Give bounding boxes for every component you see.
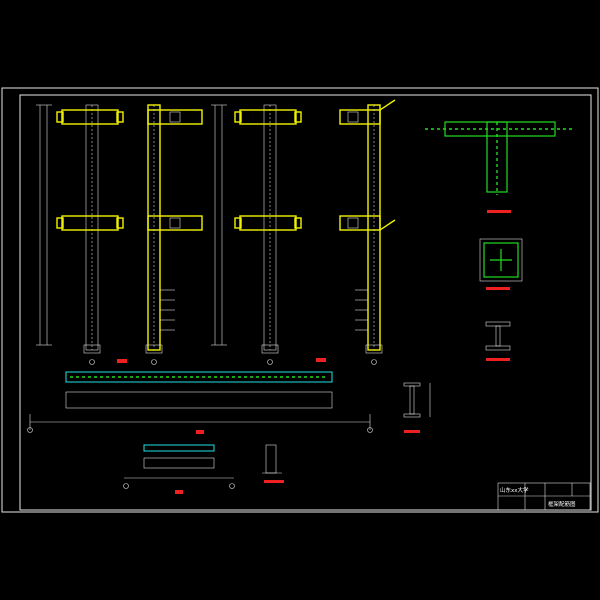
drawing-title: 框架配筋图 — [548, 500, 576, 508]
i-beam-section-small — [403, 382, 431, 433]
outer-frame — [1, 87, 599, 513]
beam-column-joint-section — [425, 121, 575, 213]
i-beam-section — [485, 321, 511, 361]
title-block: 山东xx大学 框架配筋图 — [497, 482, 591, 511]
beam-elevation-short — [123, 444, 235, 494]
column-elevation-right — [211, 99, 396, 365]
institution-name: 山东xx大学 — [500, 486, 529, 494]
inner-frame — [19, 94, 592, 511]
column-cross-section — [479, 238, 523, 290]
column-elevation-left — [36, 104, 203, 365]
beam-elevation-long — [27, 371, 373, 434]
section-small — [262, 444, 284, 483]
